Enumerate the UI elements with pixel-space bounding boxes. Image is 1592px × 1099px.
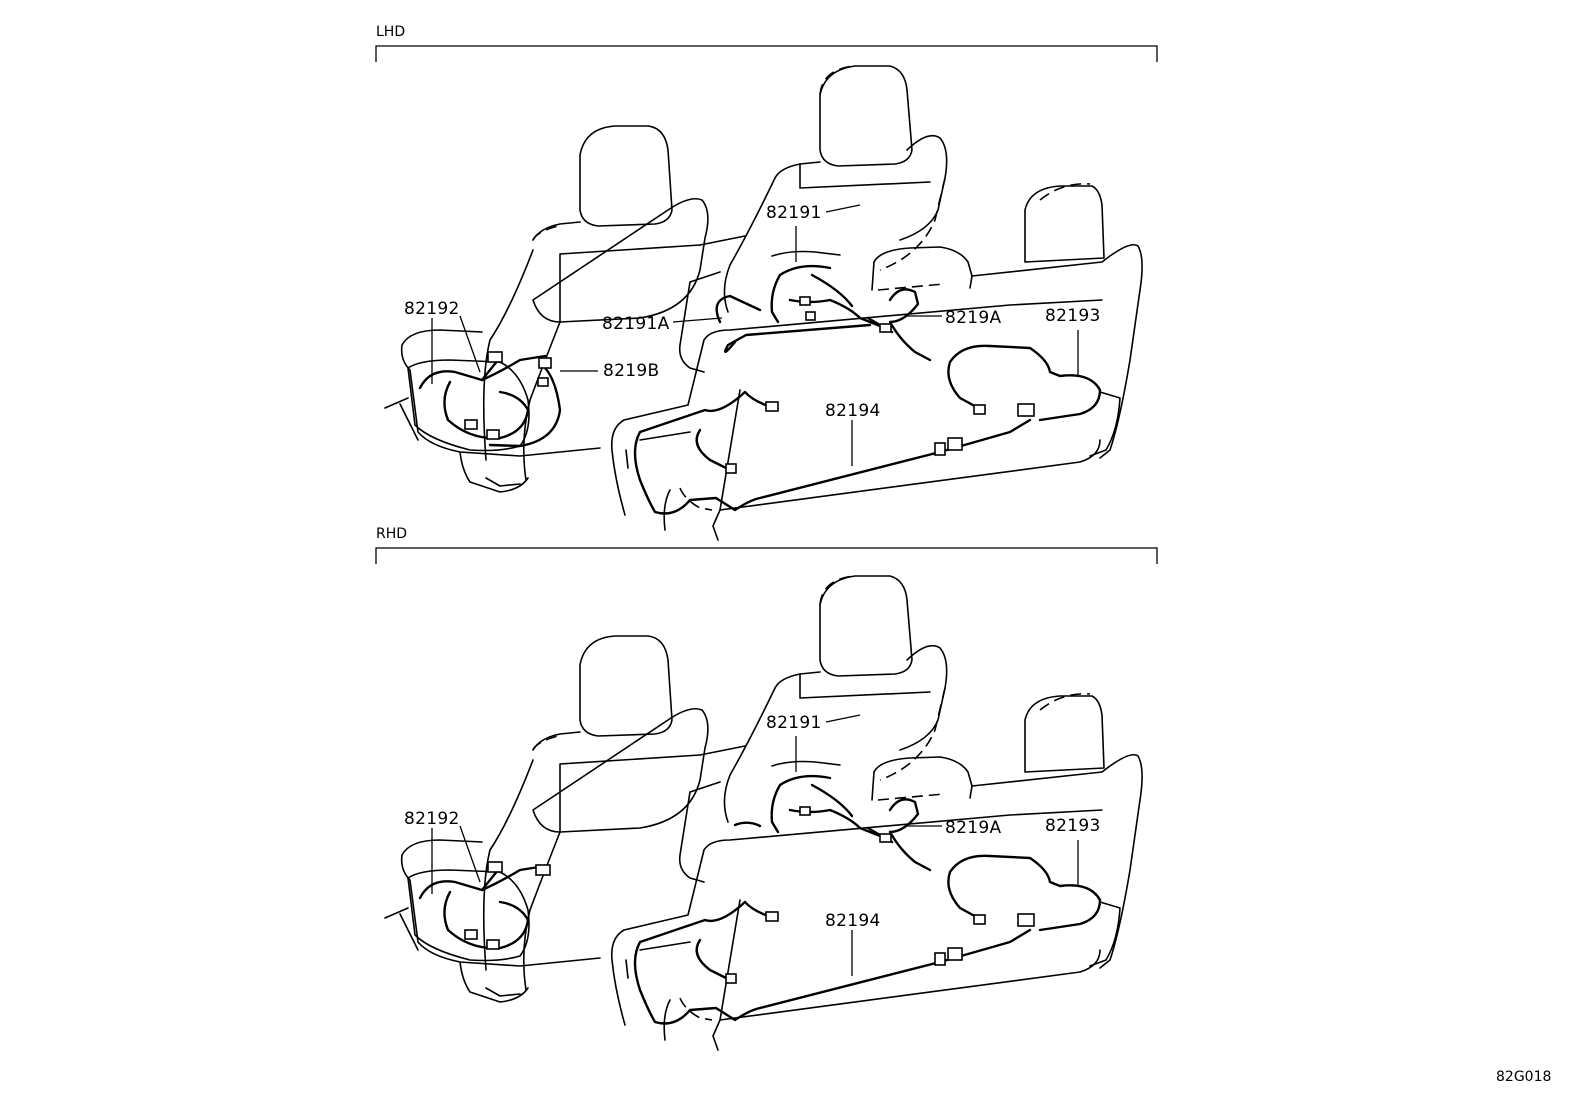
leader-82191-lhd-b bbox=[825, 204, 861, 213]
part-label-82191: 82191 bbox=[766, 713, 822, 733]
part-label-82191: 82191 bbox=[766, 203, 822, 223]
part-label-8219a: 8219A bbox=[945, 818, 1001, 838]
part-label-82194: 82194 bbox=[825, 911, 881, 931]
part-label-82194: 82194 bbox=[825, 401, 881, 421]
part-label-8219a: 8219A bbox=[945, 308, 1001, 328]
leader-82192-rhd bbox=[431, 825, 481, 894]
wire-harness-rhd bbox=[418, 774, 1102, 1025]
seat-illustration-rhd bbox=[384, 575, 1143, 1051]
seat-illustration-lhd bbox=[384, 65, 1143, 541]
leader-82191a-lhd bbox=[672, 317, 723, 323]
section-title-rhd: RHD bbox=[376, 526, 407, 542]
leader-82192-lhd bbox=[431, 315, 481, 384]
wire-harness-lhd bbox=[418, 264, 1102, 515]
part-label-8219b: 8219B bbox=[603, 361, 659, 381]
part-label-82193: 82193 bbox=[1045, 306, 1101, 326]
leader-82191-rhd-b bbox=[825, 714, 861, 723]
section-rhd: RHD bbox=[375, 526, 1158, 1051]
part-label-82192: 82192 bbox=[404, 299, 460, 319]
diagram-code: 82G018 bbox=[1496, 1069, 1551, 1085]
part-label-82192: 82192 bbox=[404, 809, 460, 829]
section-title-lhd: LHD bbox=[376, 24, 405, 40]
section-bracket-lhd bbox=[375, 45, 1158, 62]
section-lhd: LHD bbox=[375, 24, 1158, 541]
part-label-82193: 82193 bbox=[1045, 816, 1101, 836]
part-label-82191a: 82191A bbox=[602, 314, 670, 334]
section-bracket-rhd bbox=[375, 547, 1158, 564]
